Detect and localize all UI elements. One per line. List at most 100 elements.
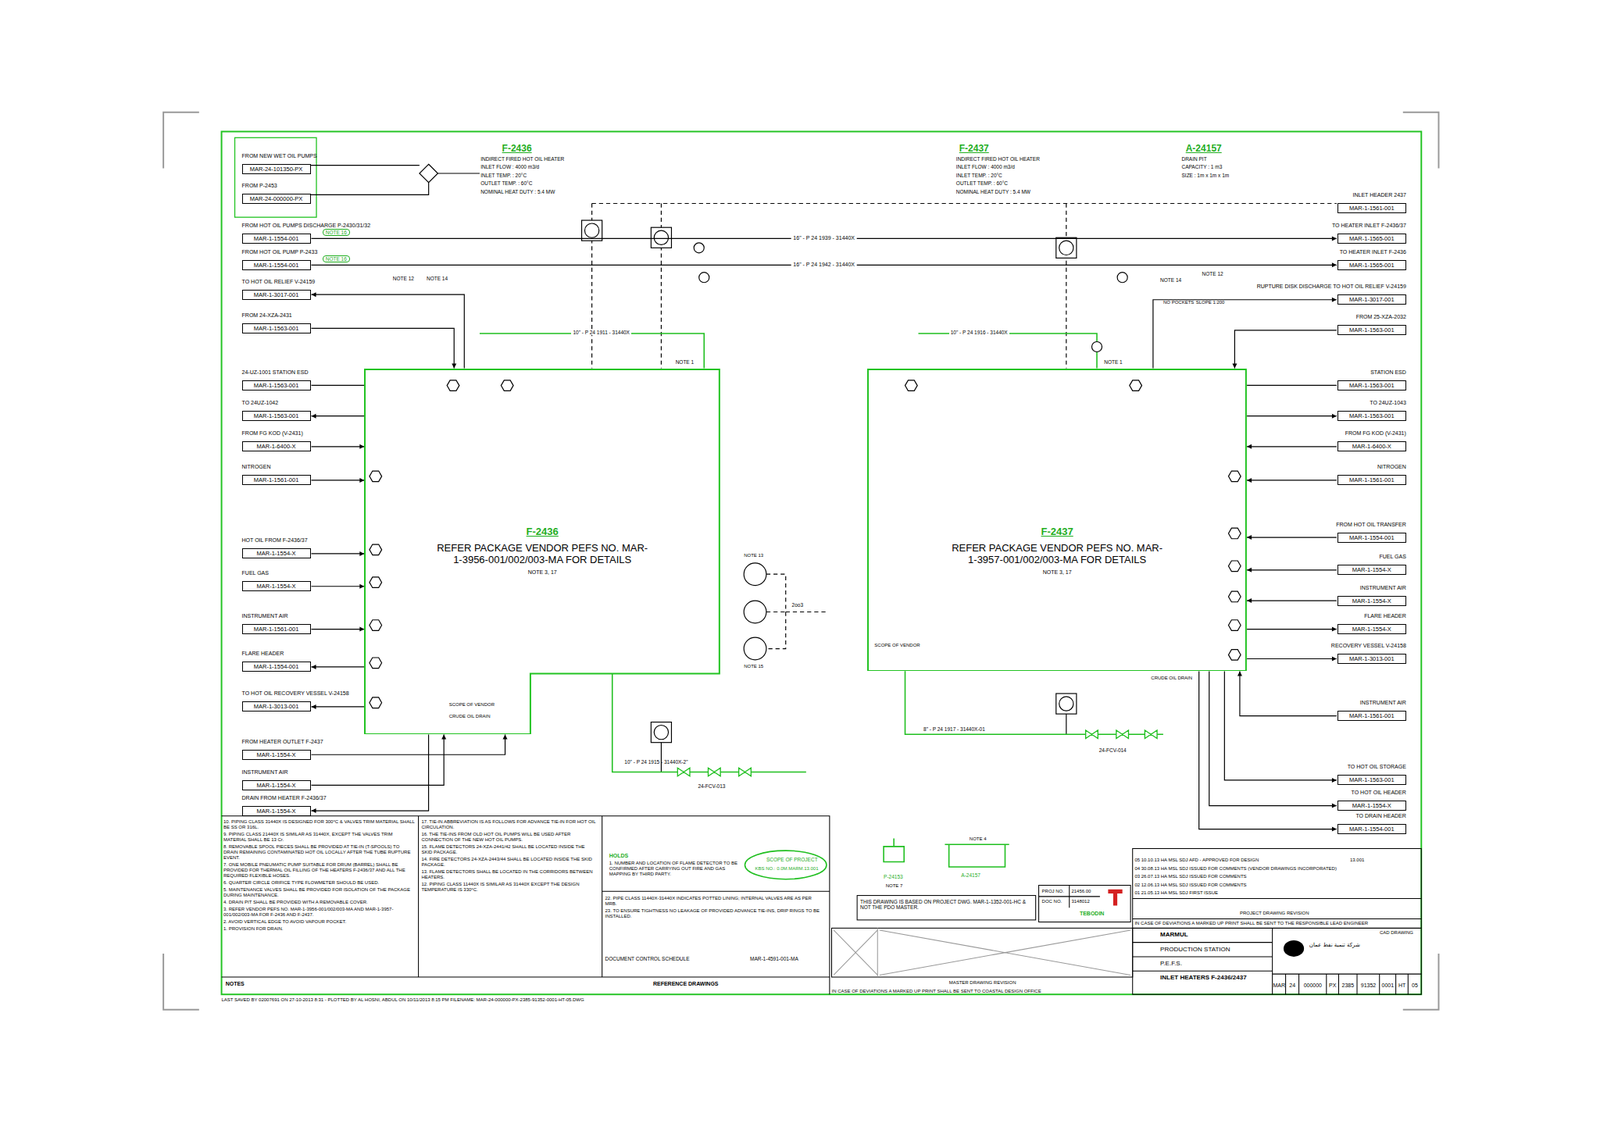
drawing-label: 10" - P 24 1916 - 31440X bbox=[949, 329, 1010, 336]
drawing-label: MAR-1-4591-001-MA bbox=[750, 956, 799, 962]
arrow-head bbox=[1332, 778, 1337, 783]
instrument-symbol bbox=[653, 230, 668, 245]
drawing-label: OUTLET TEMP. : 60°C bbox=[480, 180, 533, 186]
package-outline bbox=[867, 369, 1247, 672]
connector-box: MAR-1-1561-001 bbox=[242, 624, 311, 635]
connector-heading: RECOVERY VESSEL V-24158 bbox=[1331, 642, 1407, 650]
connector-box: MAR-1-1554-X bbox=[242, 548, 311, 559]
drawing-label: 21456.00 bbox=[1071, 889, 1091, 895]
offpage-connector: TO 24UZ-1043MAR-1-1563-001 bbox=[1337, 399, 1407, 422]
connector-heading: FROM HOT OIL TRANSFER bbox=[1335, 521, 1407, 529]
offpage-connector: TO HOT OIL RELIEF V-24159MAR-1-3017-001 bbox=[242, 278, 316, 300]
arrow-head bbox=[1332, 803, 1337, 809]
connector-heading: FROM 24-XZA-2431 bbox=[242, 311, 311, 320]
connector-heading: DRAIN FROM HEATER F-2436/37 bbox=[242, 794, 327, 803]
instrument-symbol bbox=[1059, 240, 1074, 255]
drawing-label: PX bbox=[1328, 982, 1336, 990]
connector-heading: FROM FG KOD (V-2431) bbox=[242, 429, 311, 438]
drawing-label: 2. AVOID VERTICAL EDGE TO AVOID VAPOUR P… bbox=[223, 919, 416, 925]
arrow-head bbox=[311, 808, 317, 814]
valve-symbol bbox=[677, 767, 751, 776]
offpage-connector: FROM FG KOD (V-2431)MAR-1-6400-X bbox=[1337, 429, 1407, 452]
corner-mark bbox=[163, 112, 1439, 1011]
drawing-label: 2oo3 bbox=[792, 602, 804, 608]
drain-pit-sketch bbox=[883, 838, 904, 862]
pipe-line bbox=[310, 164, 1067, 772]
drawing-label: 000000 bbox=[1303, 982, 1322, 990]
drawing-label: SCOPE OF PROJECT bbox=[766, 857, 818, 863]
drawing-label: CAD DRAWING bbox=[1379, 930, 1414, 936]
drawing-label: 10. PIPING CLASS 31440X IS DESIGNED FOR … bbox=[223, 819, 416, 831]
instrument-symbol bbox=[1091, 341, 1102, 352]
line-number: 16" - P 24 1939 - 31440X bbox=[790, 235, 858, 242]
connector-box: MAR-1-1554-001 bbox=[1337, 824, 1407, 835]
connector-box: MAR-1-1561-001 bbox=[1337, 475, 1407, 486]
instrument-hexagon bbox=[369, 697, 383, 709]
offpage-connector: TO HEATER INLET F-2436MAR-1-1565-001 bbox=[1337, 248, 1407, 271]
arrow-head bbox=[1237, 671, 1243, 676]
pipe-connector bbox=[1246, 446, 1337, 447]
arrow-head bbox=[1332, 414, 1337, 419]
drawing-label: F-2437 bbox=[959, 143, 990, 155]
table-grid bbox=[1132, 848, 1422, 995]
offpage-connector: TO HOT OIL HEADERMAR-1-1554-X bbox=[1337, 789, 1407, 811]
connector-box: MAR-1-1561-001 bbox=[242, 475, 311, 486]
drawing-label: 04 30.08.13 HA MSL SDJ ISSUED FOR COMMEN… bbox=[1134, 866, 1337, 872]
connector-heading: INSTRUMENT AIR bbox=[1337, 699, 1407, 708]
drawing-label: 13. FLAME DETECTORS SHALL BE LOCATED IN … bbox=[421, 869, 597, 881]
instrument-symbol bbox=[582, 220, 1129, 743]
offpage-connector: FROM P-2453MAR-24-000000-PX bbox=[242, 182, 311, 204]
drawing-label: NOTE 1 bbox=[1103, 359, 1122, 365]
offpage-connector: INSTRUMENT AIRMAR-1-1561-001 bbox=[1337, 699, 1407, 722]
connector-box: MAR-1-1565-001 bbox=[1337, 233, 1407, 244]
package-text: F-2437REFER PACKAGE VENDOR PEFS NO. MAR-… bbox=[867, 525, 1247, 575]
drawing-frame bbox=[235, 137, 317, 218]
connector-box: MAR-1-1554-X bbox=[1337, 564, 1407, 575]
pipe-connector bbox=[311, 666, 365, 668]
drawing-label: CRUDE OIL DRAIN bbox=[1150, 675, 1193, 682]
pipe-connector bbox=[1246, 628, 1337, 630]
equipment-tag: F-2436 bbox=[364, 525, 721, 538]
signal-line bbox=[766, 574, 827, 649]
instrument-symbol bbox=[743, 637, 767, 661]
pipe-connector bbox=[311, 479, 365, 481]
table-grid bbox=[221, 816, 830, 996]
offpage-connector: FLARE HEADERMAR-1-1554-X bbox=[1337, 612, 1407, 635]
offpage-connector: FROM HOT OIL PUMPS DISCHARGE P-2430/31/3… bbox=[242, 221, 372, 244]
drawing-label: INLET HEATERS F-2436/2437 bbox=[1160, 974, 1247, 982]
drawing-label: NOMINAL HEAT DUTY : 5.4 MW bbox=[480, 189, 555, 195]
drawing-label: INDIRECT FIRED HOT OIL HEATER bbox=[956, 156, 1040, 162]
drawing-label: 1. NUMBER AND LOCATION OF FLAME DETECTOR… bbox=[609, 860, 743, 878]
arrow-head bbox=[1332, 627, 1337, 633]
offpage-connector: FUEL GASMAR-1-1554-X bbox=[1337, 553, 1407, 575]
offpage-connector: FROM 25-XZA-2032MAR-1-1563-001 bbox=[1337, 313, 1407, 336]
drawing-label: DOCUMENT CONTROL SCHEDULE bbox=[605, 956, 690, 962]
pipe-connector bbox=[311, 328, 455, 368]
connector-heading: NITROGEN bbox=[242, 463, 311, 472]
drawing-label: NOTE 12 bbox=[392, 275, 415, 282]
package-boundary: F-2436REFER PACKAGE VENDOR PEFS NO. MAR-… bbox=[364, 368, 721, 736]
drawing-label: MAR bbox=[1272, 982, 1286, 990]
drawing-label: 05 10.10.13 HA MSL SDJ AFD - APPROVED FO… bbox=[1134, 857, 1259, 864]
offpage-connector: NITROGENMAR-1-1561-001 bbox=[1337, 463, 1407, 486]
instrument-hexagon bbox=[905, 380, 918, 392]
drawing-label: 23. TO ENSURE TIGHTNESS NO LEAKAGE OF PR… bbox=[605, 908, 825, 920]
arrow-head bbox=[503, 734, 508, 740]
instrument-hexagon bbox=[369, 620, 383, 632]
connector-heading: TO HEATER INLET F-2436/37 bbox=[1332, 221, 1407, 230]
scope-cloud bbox=[744, 850, 826, 880]
package-outline bbox=[867, 368, 1247, 672]
connector-box: MAR-1-1554-001 bbox=[242, 233, 311, 244]
drawing-label: NOTE 14 bbox=[426, 275, 448, 282]
offpage-connector: FROM HEATER OUTLET F-2437MAR-1-1554-X bbox=[242, 738, 324, 761]
connector-box: MAR-1-6400-X bbox=[1337, 441, 1407, 452]
table-grid bbox=[1285, 974, 1409, 995]
drawing-label: SIZE : 1m x 1m x 1m bbox=[1181, 172, 1229, 179]
offpage-connector: FLARE HEADERMAR-1-1554-001 bbox=[242, 650, 311, 672]
drawing-label: 91352 bbox=[1360, 982, 1376, 990]
drawing-label: SCOPE OF VENDOR bbox=[874, 642, 920, 649]
drawing-label: 8. REMOVABLE SPOOL PIECES SHALL BE PROVI… bbox=[223, 844, 416, 861]
drawing-label: IN CASE OF DEVIATIONS A MARKED UP PRINT … bbox=[831, 989, 1041, 995]
valve-symbol bbox=[1085, 730, 1158, 739]
logo-mark bbox=[1107, 889, 1122, 907]
